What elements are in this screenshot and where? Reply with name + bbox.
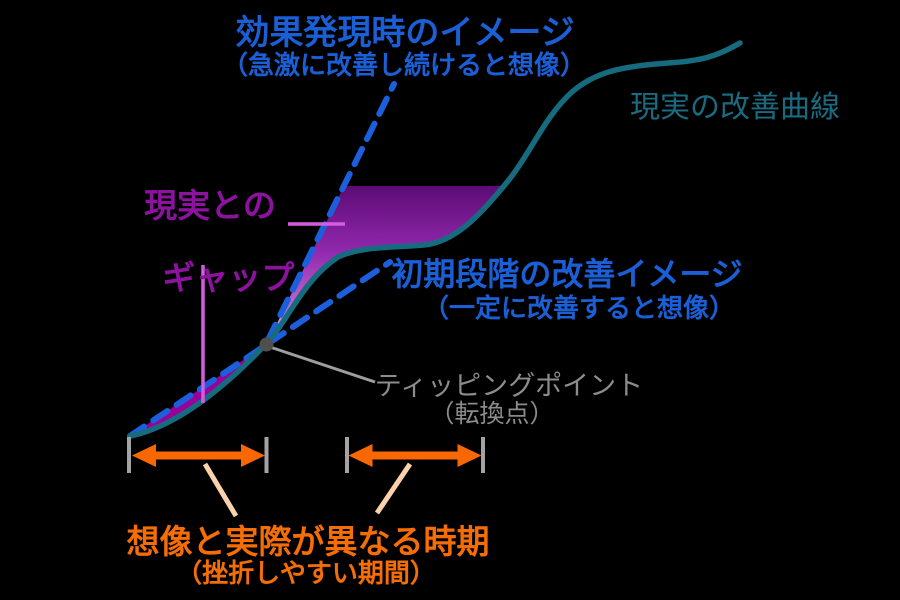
early-expectation-subtitle: （一定に改善すると想像）: [422, 293, 736, 323]
period-subtitle: （挫折しやすい期間）: [176, 558, 436, 588]
tipping-point-title: ティッピングポイント: [374, 371, 644, 401]
period-connector-line-right: [374, 462, 413, 515]
expectation-title: 効果発現時のイメージ: [235, 14, 575, 52]
gap-label-line2: ギャップ: [162, 259, 295, 296]
tipping-point-dot: [259, 337, 274, 352]
steep-expectation-dashed-line: [265, 81, 397, 343]
period-arrow-right: [348, 444, 482, 467]
period-connector-line-left: [202, 462, 239, 518]
expectation-subtitle: （急激に改善し続けると想像）: [221, 50, 587, 80]
period-arrow-left: [132, 444, 265, 467]
tipping-point-pointer-line: [269, 345, 376, 384]
period-title: 想像と実際が異なる時期: [126, 523, 490, 560]
gap-label: 現実との ギャップ: [126, 187, 295, 296]
actual-curve-label: 現実の改善曲線: [630, 91, 840, 124]
tipping-point-subtitle: （転換点）: [429, 400, 555, 428]
gap-label-line1: 現実との: [144, 187, 276, 224]
early-expectation-title: 初期段階の改善イメージ: [391, 256, 743, 292]
